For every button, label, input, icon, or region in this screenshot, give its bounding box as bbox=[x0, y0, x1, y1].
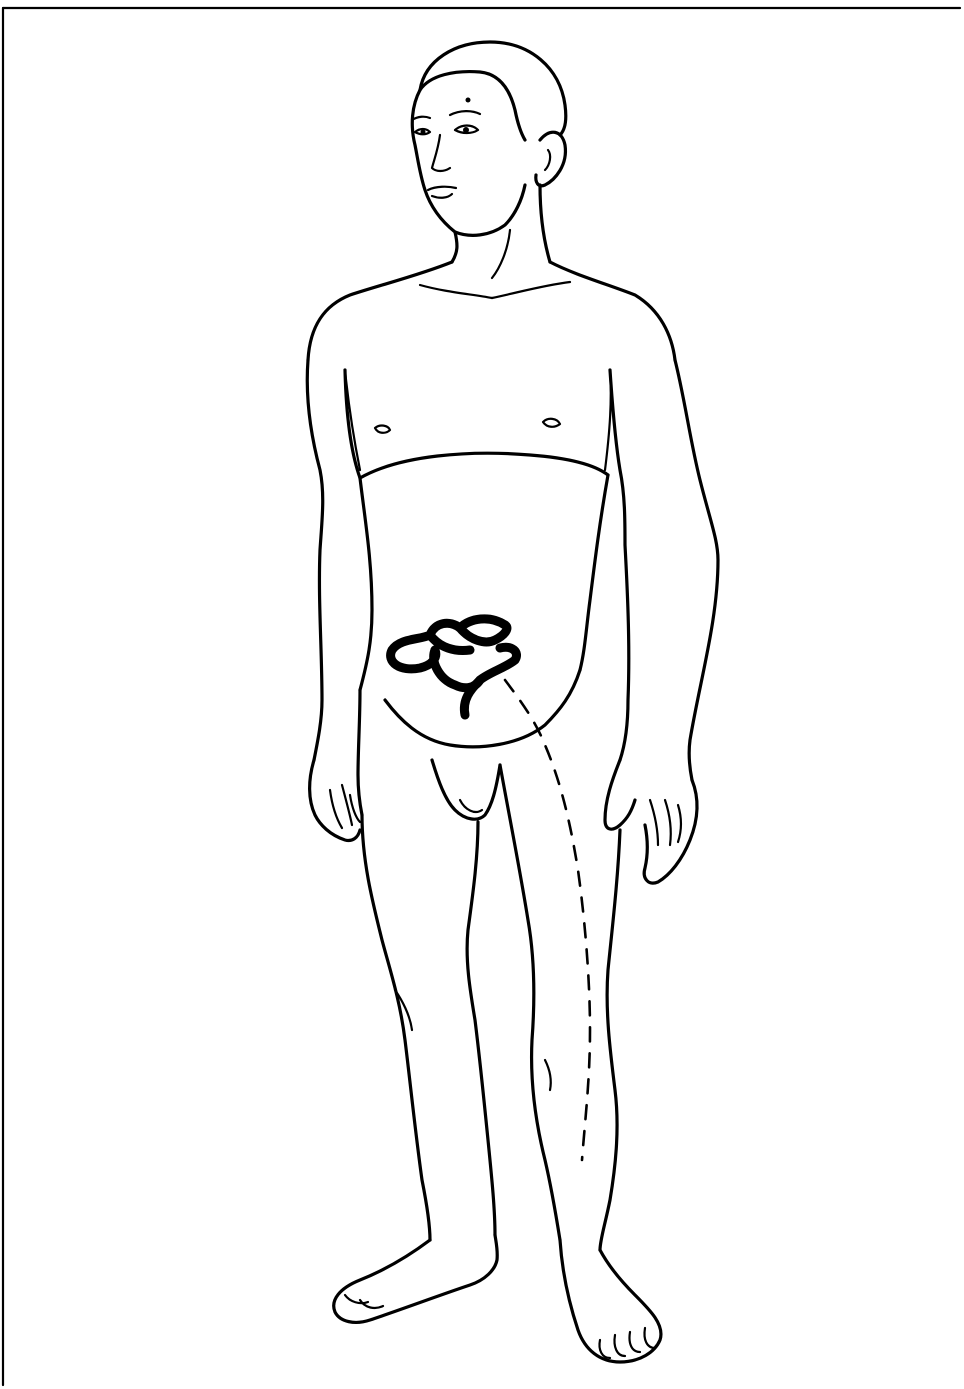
intestine-worm bbox=[391, 619, 517, 715]
page-border bbox=[3, 8, 960, 1385]
arm-right bbox=[605, 360, 718, 883]
pelvis bbox=[432, 760, 500, 819]
leg-left bbox=[334, 815, 498, 1322]
leg-right bbox=[500, 765, 661, 1362]
neck bbox=[452, 185, 550, 278]
head bbox=[412, 42, 566, 235]
dashed-path bbox=[505, 680, 590, 1160]
